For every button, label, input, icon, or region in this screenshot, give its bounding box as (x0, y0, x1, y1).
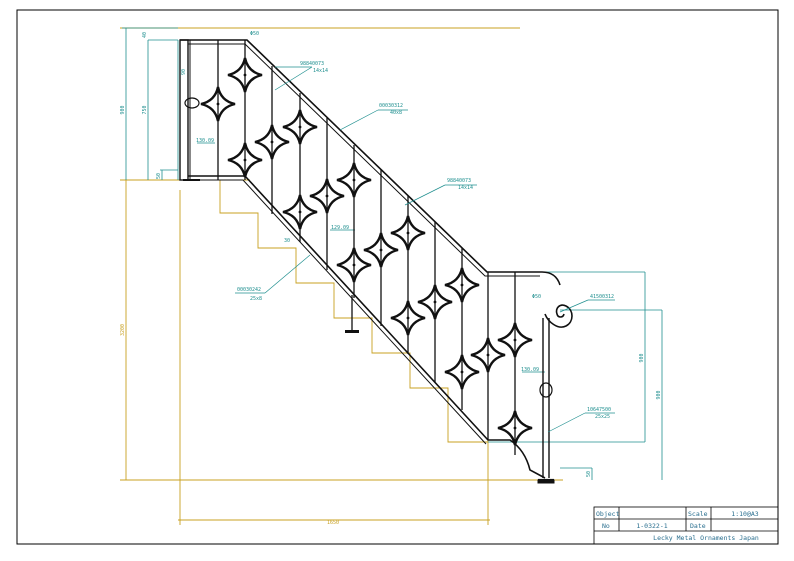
callout-spindle-gap-top: 130.09 (196, 138, 214, 144)
callout-handrail-size: 40x8 (390, 110, 402, 116)
lower-newel-post (537, 318, 555, 484)
bottom-rail-inner (188, 179, 487, 445)
no-label: No (602, 522, 610, 530)
callout-spindle-gap-bottom: 130.09 (521, 367, 539, 373)
callout-newel-size: 25x25 (595, 414, 610, 420)
dim-right-rail: 900 (656, 390, 662, 399)
callout-lower-post-size: Φ50 (532, 294, 541, 300)
upper-newel-post (179, 39, 200, 181)
dim-left-total: 900 (120, 105, 126, 114)
handrail (180, 39, 561, 286)
handrail-inner (188, 43, 540, 277)
stair-steps (180, 179, 488, 443)
volute-scroll (544, 304, 573, 328)
dim-length-total: 1650 (327, 520, 339, 526)
scale-label: Scale (688, 510, 708, 518)
dim-right-post-gap: 50 (586, 471, 592, 477)
callout-upper-spindle-code: 98840073 (300, 61, 324, 67)
callout-stringer-code: 00030242 (237, 287, 261, 293)
leader-lines (235, 66, 615, 433)
dimension-lines (122, 27, 663, 480)
datum-lines (120, 27, 563, 525)
callout-newel-code: 10647500 (587, 407, 611, 413)
object-label: Object (596, 510, 620, 518)
dim-left-rail-inner: 90 (181, 69, 187, 75)
callout-upper-post-size: Φ50 (250, 31, 259, 37)
dim-left-rail: 750 (142, 105, 148, 114)
date-label: Date (690, 522, 706, 530)
title-block (593, 506, 779, 545)
no-value: 1-0322-1 (636, 522, 667, 530)
sheet-border (16, 9, 779, 545)
dim-left-post-gap: 50 (156, 173, 162, 179)
company-name: Lecky Metal Ornaments Japan (653, 534, 759, 542)
callout-spindle-gap-mid: 129.09 (331, 225, 349, 231)
callout-upper-spindle-size: 14x14 (313, 68, 328, 74)
callout-small-pitch: 30 (284, 238, 290, 244)
callout-stringer-size: 25x8 (250, 296, 262, 302)
dim-top-offset: 40 (142, 32, 148, 38)
baluster-foot (345, 330, 359, 333)
dim-right-total: 900 (639, 353, 645, 362)
callout-middle-spindle-size: 14x14 (458, 185, 473, 191)
callout-volute-code: 41500312 (590, 294, 614, 300)
bottom-rail (188, 175, 546, 479)
spindles (217, 40, 516, 455)
dim-height-total: 3200 (120, 324, 126, 336)
scale-value: 1:10@A3 (731, 510, 758, 518)
callout-handrail-code: 00030312 (379, 103, 403, 109)
callout-middle-spindle-code: 98840073 (447, 178, 471, 184)
